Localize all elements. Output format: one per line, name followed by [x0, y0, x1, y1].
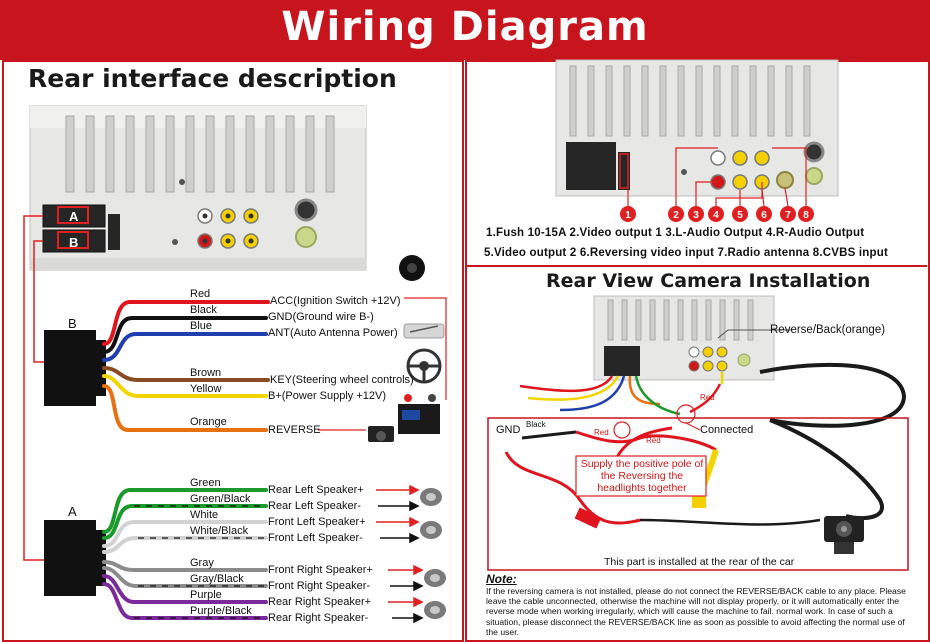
- battery-icon: [398, 394, 440, 434]
- func-rear-right-minus: Rear Right Speaker-: [268, 612, 369, 624]
- func-reverse: REVERSE: [268, 424, 321, 436]
- reverse-pointer: [717, 329, 792, 339]
- wire-color-black: Black: [190, 304, 217, 316]
- number-5: 5: [737, 210, 743, 221]
- number-circles: [620, 206, 814, 222]
- func-rear-left-minus: Rear Left Speaker-: [268, 500, 361, 512]
- head-unit-rear-left: [29, 105, 367, 271]
- speaker-icons: [420, 488, 446, 619]
- supply-note-box: [575, 455, 707, 497]
- callout-line-b: [33, 240, 44, 363]
- func-front-left-plus: Front Left Speaker+: [268, 516, 366, 528]
- antenna-icon: [399, 255, 425, 281]
- number-8: 8: [803, 210, 809, 221]
- speaker-arrows: [376, 484, 424, 624]
- func-front-right-plus: Front Right Speaker+: [268, 564, 373, 576]
- wire-color-white-black: White/Black: [190, 525, 249, 537]
- number-2: 2: [673, 210, 679, 221]
- func-front-left-minus: Front Left Speaker-: [268, 532, 363, 544]
- positive-pole-circle: [613, 421, 631, 439]
- rca-plug-red: [574, 507, 602, 529]
- number-4: 4: [713, 210, 719, 221]
- port-legend-line-1: 1.Fush 10-15A 2.Video output 1 3.L-Audio…: [486, 227, 865, 239]
- number-6: 6: [761, 210, 767, 221]
- number-7: 7: [785, 210, 791, 221]
- callout-line-a: [23, 215, 44, 561]
- reverse-back-label: Reverse/Back(orange): [770, 324, 886, 336]
- wire-color-red: Red: [190, 288, 211, 300]
- rear-interface-title: Rear interface description: [28, 64, 397, 93]
- func-acc: ACC(Ignition Switch +12V): [270, 295, 401, 307]
- func-rear-right-plus: Rear Right Speaker+: [268, 596, 372, 608]
- supply-note: Supply the positive pole of the Reversin…: [580, 458, 704, 494]
- func-gnd: GND(Ground wire B-): [268, 311, 374, 323]
- func-front-right-minus: Front Right Speaker-: [268, 580, 371, 592]
- note-title: Note:: [486, 572, 517, 586]
- connector-a-label: A: [69, 209, 79, 224]
- camera-install-title: Rear View Camera Installation: [546, 270, 871, 292]
- wire-color-brown: Brown: [190, 367, 222, 379]
- rear-of-car-note: This part is installed at the rear of th…: [604, 556, 795, 568]
- harness-b-wires: [102, 300, 270, 432]
- title-banner: Wiring Diagram: [0, 0, 930, 60]
- func-b-plus: B+(Power Supply +12V): [268, 390, 387, 402]
- func-rear-left-plus: Rear Left Speaker+: [268, 484, 364, 496]
- connected-label: Connected: [700, 424, 754, 436]
- connected-pointer: [685, 422, 701, 431]
- wire-color-gray-black: Gray/Black: [190, 573, 244, 585]
- camera-video-cable: [759, 362, 907, 428]
- harness-box-b: [44, 330, 106, 406]
- black-label: Black: [526, 420, 546, 429]
- number-3: 3: [693, 210, 699, 221]
- banner-title: Wiring Diagram: [281, 4, 649, 50]
- wire-color-purple: Purple: [190, 589, 222, 601]
- steering-wheel-icon: [406, 348, 442, 384]
- harness-box-a: [44, 520, 106, 596]
- car-antenna-icon: [403, 323, 445, 339]
- func-key: KEY(Steering wheel controls): [270, 374, 414, 386]
- wire-color-purple-black: Purple/Black: [190, 605, 252, 617]
- camera-harness-wires: [519, 372, 724, 416]
- wire-color-yellow: Yellow: [190, 383, 222, 395]
- left-panel-frame: [2, 60, 464, 642]
- red-label-2: Red: [594, 428, 609, 437]
- connector-b-label: B: [69, 235, 78, 250]
- rear-camera-icon-left: [368, 426, 394, 442]
- harness-a-wires: [102, 488, 268, 620]
- wire-color-green-black: Green/Black: [190, 493, 251, 505]
- port-legend-line-2: 5.Video output 2 6.Reversing video input…: [484, 247, 889, 259]
- wire-color-blue: Blue: [190, 320, 213, 332]
- rear-camera-icon: [824, 516, 864, 554]
- harness-b-label: B: [68, 316, 77, 331]
- wire-color-green: Green: [190, 477, 221, 489]
- red-label-3: Red: [646, 436, 661, 445]
- number-1: 1: [625, 210, 631, 221]
- wire-stripes: [134, 505, 264, 619]
- wire-color-orange: Orange: [190, 416, 227, 428]
- wire-color-gray: Gray: [190, 557, 214, 569]
- rear-of-car-box: [487, 417, 909, 571]
- harness-a-label: A: [68, 504, 77, 519]
- right-panel-divider: [466, 265, 927, 267]
- gnd-label: GND: [496, 424, 521, 436]
- number-callouts: [627, 147, 807, 207]
- left-callout-lines: [318, 297, 447, 431]
- head-unit-rear-right: [555, 59, 839, 197]
- note-body: If the reversing camera is not installed…: [486, 586, 906, 637]
- wire-color-white: White: [190, 509, 219, 521]
- func-ant: ANT(Auto Antenna Power): [268, 327, 398, 339]
- head-unit-camera-section: [593, 295, 775, 381]
- red-label-1: Red: [700, 393, 715, 402]
